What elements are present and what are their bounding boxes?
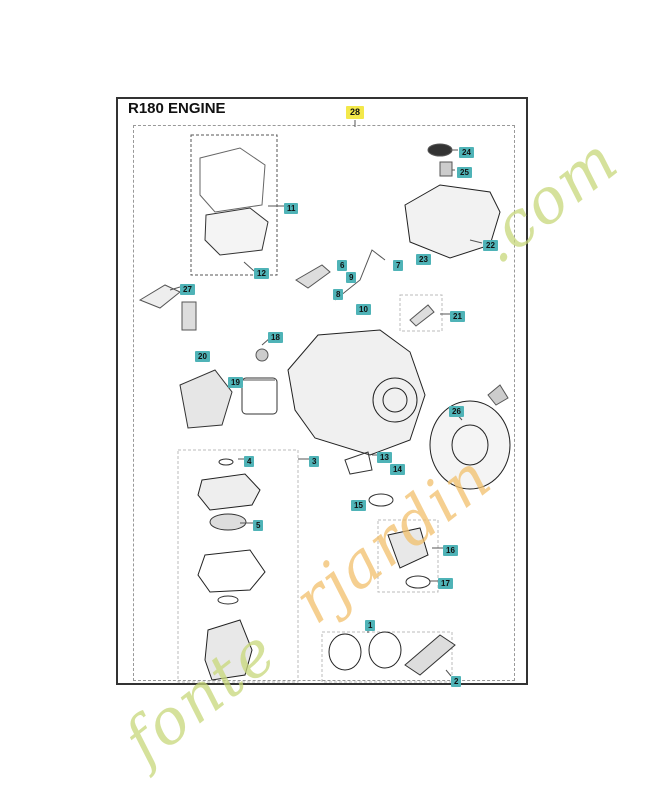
callout-5: 5 <box>253 520 264 531</box>
main-assembly-callout: 28 <box>346 106 365 119</box>
callout-10: 10 <box>356 304 371 315</box>
callout-7: 7 <box>393 260 404 271</box>
callout-23: 23 <box>416 254 431 265</box>
callout-19: 19 <box>228 377 243 388</box>
callout-20: 20 <box>195 351 210 362</box>
diagram-title: R180 ENGINE <box>128 100 226 117</box>
callout-22: 22 <box>483 240 498 251</box>
callout-16: 16 <box>443 545 458 556</box>
callout-6: 6 <box>337 260 348 271</box>
callout-3: 3 <box>309 456 320 467</box>
callout-4: 4 <box>244 456 255 467</box>
callout-15: 15 <box>351 500 366 511</box>
callout-8: 8 <box>333 289 344 300</box>
callout-14: 14 <box>390 464 405 475</box>
callout-2: 2 <box>451 676 462 687</box>
callout-9: 9 <box>346 272 357 283</box>
callout-1: 1 <box>365 620 376 631</box>
callout-13: 13 <box>377 452 392 463</box>
callout-26: 26 <box>449 406 464 417</box>
exploded-view-area <box>133 125 515 681</box>
callout-21: 21 <box>450 311 465 322</box>
callout-11: 11 <box>284 203 299 214</box>
callout-24: 24 <box>459 147 474 158</box>
callout-17: 17 <box>438 578 453 589</box>
diagram-frame <box>116 97 528 685</box>
callout-18: 18 <box>268 332 283 343</box>
callout-25: 25 <box>457 167 472 178</box>
callout-27: 27 <box>180 284 195 295</box>
callout-12: 12 <box>254 268 269 279</box>
